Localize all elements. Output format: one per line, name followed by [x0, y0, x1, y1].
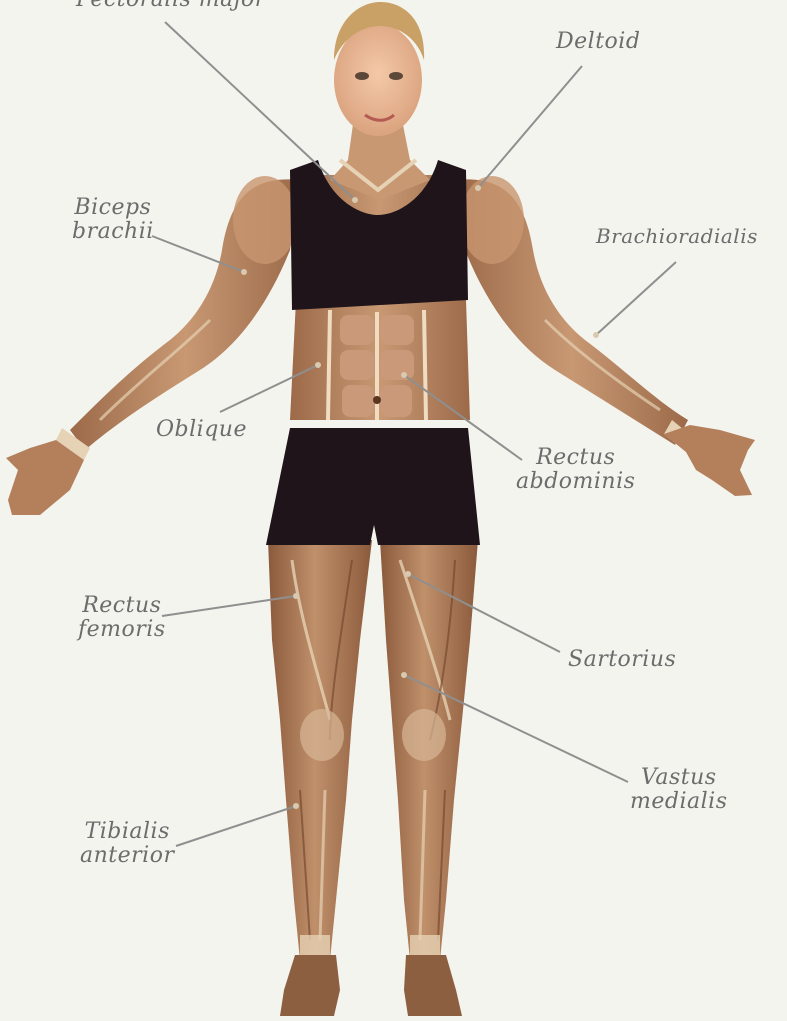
leader-line-pectoralis — [165, 22, 355, 200]
shorts — [266, 428, 480, 545]
label-oblique: Oblique — [156, 418, 247, 442]
head — [330, 2, 430, 200]
leader-line-deltoid — [478, 66, 582, 188]
label-sartorius: Sartorius — [568, 648, 676, 672]
torso — [266, 160, 480, 545]
label-pectoralis-major: Pectoralis major — [76, 0, 266, 12]
abdominal-muscles — [328, 310, 426, 420]
label-biceps-brachii: Biceps brachii — [72, 196, 154, 244]
label-rectus-femoris: Rectus femoris — [78, 594, 166, 642]
label-brachioradialis: Brachioradialis — [596, 224, 758, 248]
label-deltoid: Deltoid — [556, 30, 640, 54]
label-vastus-medialis: Vastus medialis — [630, 766, 727, 814]
label-tibialis-anterior: Tibialis anterior — [80, 820, 174, 868]
leader-line-tibialis — [176, 806, 296, 846]
label-rectus-abdominis: Rectus abdominis — [516, 446, 635, 494]
legs — [268, 540, 478, 1016]
leader-line-brachioradialis — [596, 262, 676, 335]
